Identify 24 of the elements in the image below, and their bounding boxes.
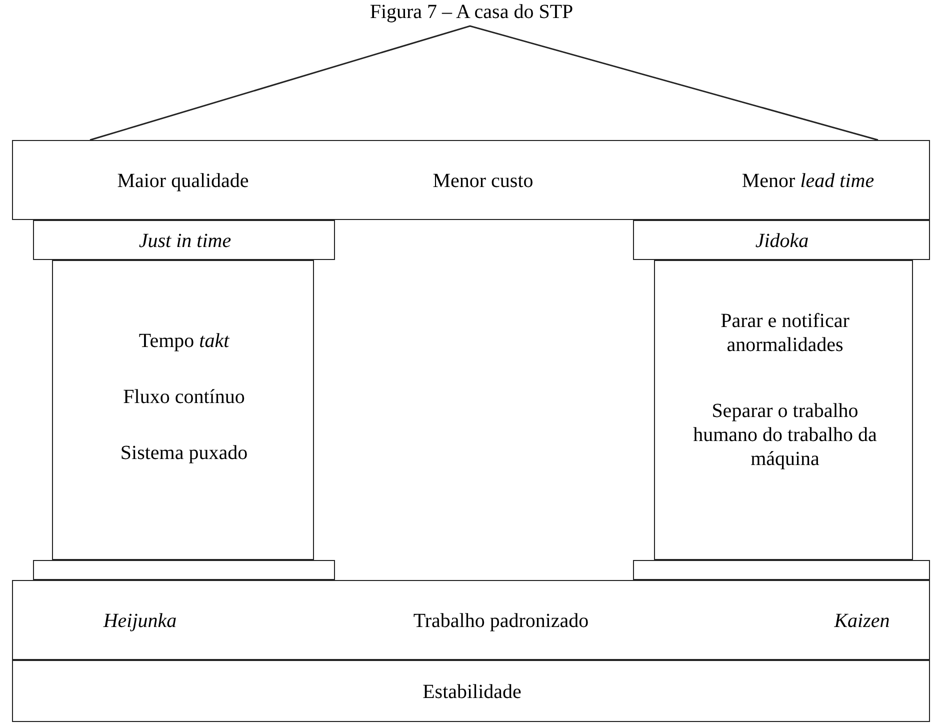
base-label: Estabilidade xyxy=(422,680,522,704)
pillar-base xyxy=(33,560,335,580)
pillar-title: Just in time xyxy=(138,229,232,253)
practice-label: Separar o trabalho humano do trabalho da máquina xyxy=(692,399,878,471)
pillar-capital xyxy=(33,220,335,260)
practice-label: Tempo takt xyxy=(138,329,230,353)
foundation-label: Trabalho padronizado xyxy=(413,609,589,633)
practice-label: Parar e notificar anormalidades xyxy=(720,309,850,357)
pillar-capital xyxy=(633,220,930,260)
benefit-label: Menor lead time xyxy=(742,169,874,193)
base-band xyxy=(12,660,930,722)
benefit-label: Maior qualidade xyxy=(117,169,249,193)
foundation-label: Kaizen xyxy=(834,609,890,633)
practice-label: Fluxo contínuo xyxy=(123,385,245,409)
pillar-column xyxy=(654,260,913,560)
roof-band xyxy=(12,140,930,220)
pillar-base xyxy=(633,560,930,580)
foundation-band xyxy=(12,580,930,660)
foundation-label: Heijunka xyxy=(103,609,177,633)
practice-label: Sistema puxado xyxy=(120,441,248,465)
pillar-column xyxy=(52,260,314,560)
pillar-title: Jidoka xyxy=(755,229,809,253)
figure-title: Figura 7 – A casa do STP xyxy=(368,0,574,24)
benefit-label: Menor custo xyxy=(432,169,534,193)
